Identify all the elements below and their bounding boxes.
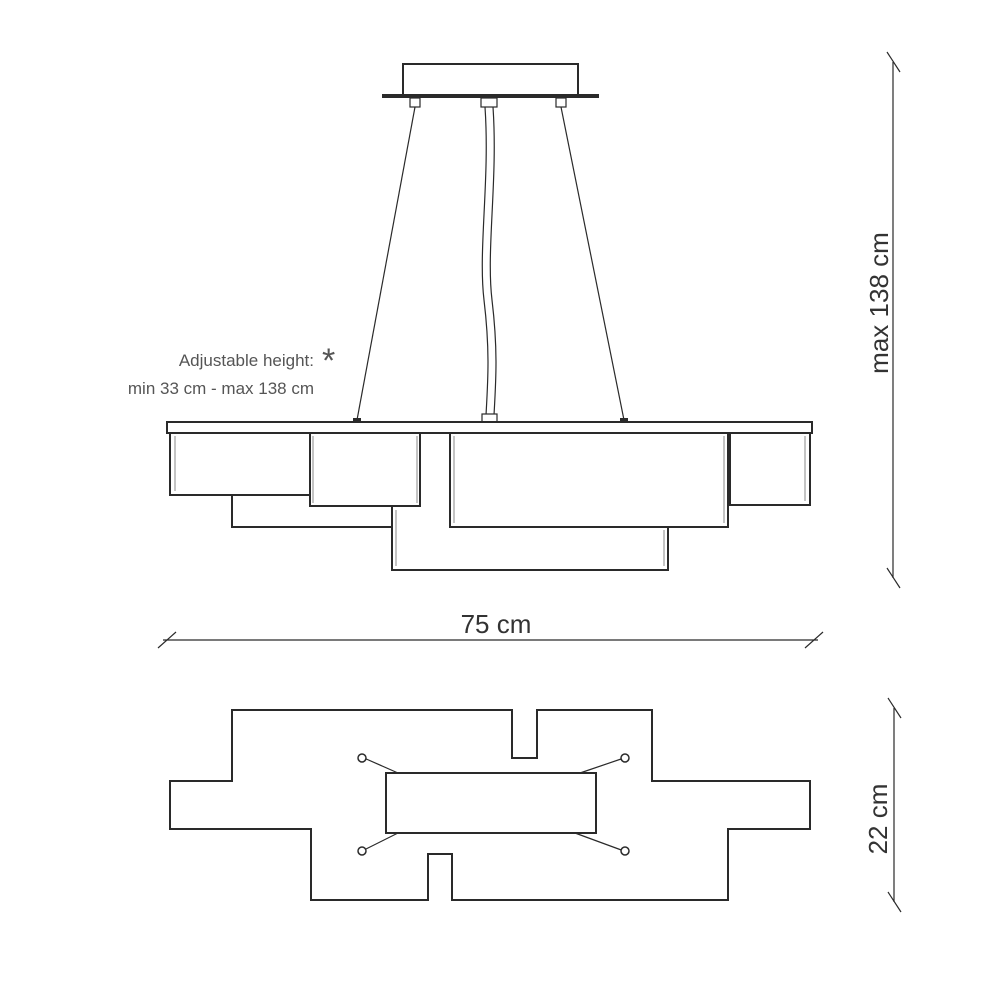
depth-dimension: 22 cm (863, 697, 902, 913)
side-elevation-view: Adjustable height: min 33 cm - max 138 c… (128, 51, 901, 649)
width-label: 75 cm (461, 609, 532, 639)
plan-view: 22 cm (169, 697, 902, 913)
max-height-label: max 138 cm (864, 232, 894, 374)
lamp-body (166, 421, 813, 571)
ceiling-canopy (382, 63, 599, 108)
depth-label: 22 cm (863, 784, 893, 855)
asterisk-mark: * (322, 342, 335, 380)
adjustable-height-note: Adjustable height: min 33 cm - max 138 c… (128, 342, 335, 398)
plan-cable-anchors (357, 753, 630, 856)
adjustable-height-range: min 33 cm - max 138 cm (128, 379, 314, 398)
plan-outline (169, 709, 811, 901)
adjustable-height-label: Adjustable height: (179, 351, 314, 370)
suspension-cables (353, 106, 628, 423)
width-dimension: 75 cm (157, 609, 824, 649)
plan-canopy (385, 772, 597, 834)
height-dimension: max 138 cm (864, 51, 901, 589)
